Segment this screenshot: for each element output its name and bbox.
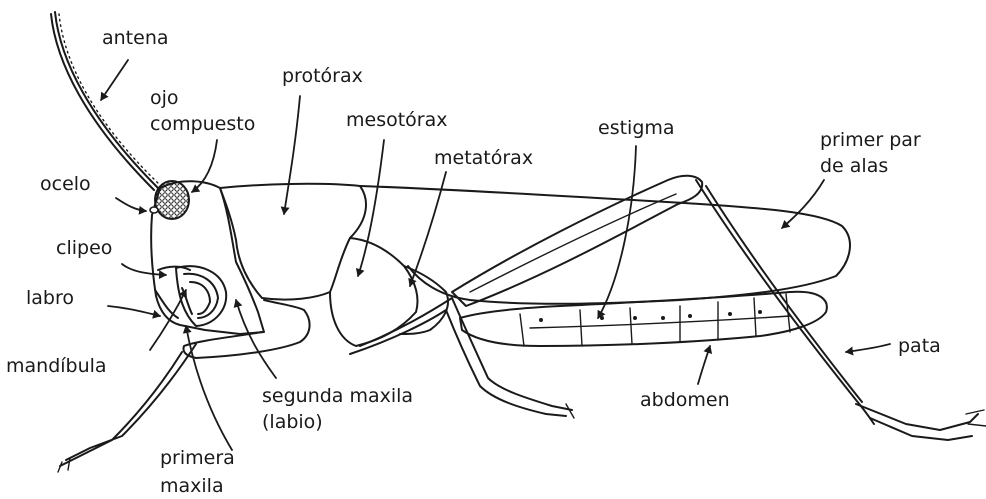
label-abdomen: abdomen [640, 389, 730, 411]
pointer-labro [108, 306, 160, 316]
label-clipeo: clipeo [56, 237, 112, 259]
pointer-alas [782, 180, 824, 228]
label-segunda-maxila-1: segunda maxila [262, 385, 413, 407]
pointer-primera-maxila [186, 326, 232, 450]
label-alas-2: de alas [820, 155, 888, 177]
label-mandibula: mandíbula [6, 355, 107, 377]
hind-femur [452, 176, 702, 306]
labels: antena ojo compuesto ocelo clipeo labro … [6, 27, 941, 497]
label-metatorax: metatórax [434, 147, 533, 169]
pointer-mandibula [150, 290, 186, 350]
label-ojo-compuesto-2: compuesto [150, 113, 255, 135]
compound-eye [155, 181, 189, 219]
label-mesotorax: mesotórax [346, 109, 448, 131]
pointer-estigma [598, 146, 636, 318]
ocellus [150, 207, 158, 213]
label-primera-maxila-1: primera [160, 447, 235, 469]
abdomen-shape [460, 292, 827, 346]
forewing [360, 186, 850, 304]
pointer-pata [846, 344, 890, 352]
label-labro: labro [26, 287, 74, 309]
pointer-protorax [284, 96, 300, 214]
pointer-ocelo [116, 198, 146, 211]
label-alas-1: primer par [820, 129, 921, 151]
label-antena: antena [102, 27, 169, 49]
pronotum [220, 184, 366, 300]
pointer-mesotorax [358, 140, 384, 276]
pointer-abdomen [698, 346, 710, 384]
label-segunda-maxila-2: (labio) [262, 411, 323, 433]
label-estigma: estigma [598, 117, 675, 139]
grasshopper-body [51, 12, 986, 472]
label-primera-maxila-2: maxila [160, 475, 224, 497]
pointer-antena [101, 60, 128, 100]
label-pata: pata [898, 335, 941, 357]
label-ocelo: ocelo [40, 173, 91, 195]
label-ojo-compuesto-1: ojo [150, 87, 179, 109]
label-protorax: protórax [282, 65, 363, 87]
pointer-segunda-maxila [236, 300, 276, 378]
